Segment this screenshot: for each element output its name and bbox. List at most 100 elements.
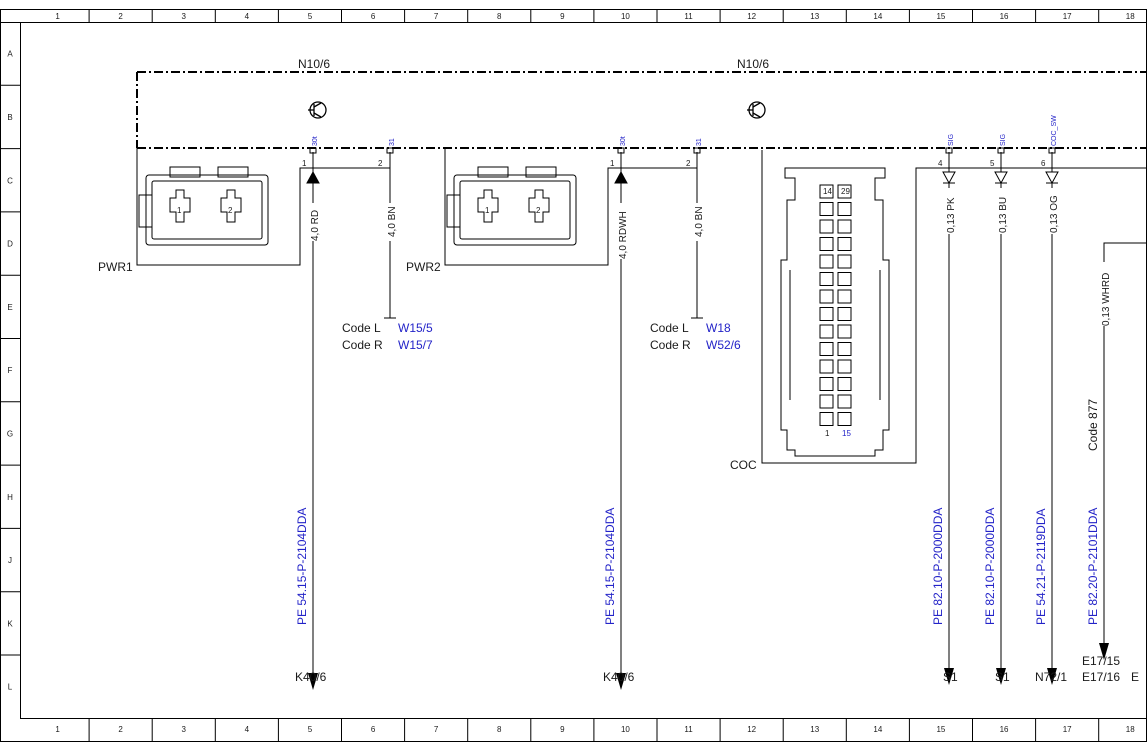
column-number: 8 [497, 12, 502, 21]
column-number: 16 [1000, 12, 1009, 21]
border-frame [0, 9, 1147, 742]
row-ruler [0, 84, 20, 656]
cavity-label: 1 [485, 206, 490, 215]
row-letter: A [7, 50, 13, 59]
wire-label: 4,0 BN [387, 206, 398, 237]
pe-reference-link[interactable]: PE 54.21-P-2119DDA [1034, 508, 1048, 625]
coc-pin-cavity [819, 307, 834, 321]
destination-label: N72/1 [1035, 670, 1067, 684]
arrow-icon [942, 171, 1059, 185]
column-number: 18 [1126, 725, 1135, 734]
column-number: 7 [434, 12, 439, 21]
row-letter: F [8, 366, 13, 375]
transistor-icon [308, 101, 327, 119]
column-ruler [88, 9, 1100, 742]
column-number: 15 [936, 725, 945, 734]
pin-number: 2 [378, 159, 383, 168]
pe-reference-link[interactable]: PE 82.10-P-2000DDA [983, 508, 997, 625]
coc-pin-cavity [837, 184, 852, 199]
column-number: 3 [182, 12, 187, 21]
coc-pin-label: 1 [825, 429, 830, 438]
coc-pin-cavity [819, 184, 834, 199]
column-number: 15 [936, 12, 945, 21]
column-number: 9 [560, 725, 565, 734]
row-letter: L [8, 683, 13, 692]
connector-coc [761, 150, 1147, 464]
coc-pin-cavity [819, 202, 834, 216]
coc-pin-cavity [837, 342, 852, 356]
pe-reference-link[interactable]: PE 54.15-P-2104DDA [603, 508, 617, 625]
pe-reference-link[interactable]: PE 82.20-P-2101DDA [1086, 508, 1100, 625]
wire-label: 4,0 BN [694, 206, 705, 237]
wire-label-bg [308, 188, 1109, 326]
coc-pin-cavity [819, 289, 834, 304]
cavity-label: 1 [177, 206, 182, 215]
code-label: Code R [650, 338, 691, 352]
code-877-label: Code 877 [1086, 399, 1100, 451]
pe-reference-link[interactable]: PE 82.10-P-2000DDA [931, 508, 945, 625]
row-letter: K [7, 619, 13, 628]
coc-pin-cavity [819, 342, 834, 356]
column-number: 10 [621, 725, 630, 734]
coc-pin-cavity [819, 254, 834, 269]
pin-number: 1 [610, 159, 615, 168]
module-label-left: N10/6 [298, 57, 330, 71]
coc-pin-cavity [837, 359, 852, 374]
column-number: 2 [118, 12, 123, 21]
coc-pin-cavity [819, 272, 834, 286]
wire-label: 0,13 OG [1049, 195, 1060, 233]
destination-label: K40/6 [603, 670, 635, 684]
column-number: 7 [434, 725, 439, 734]
coc-pin-label: 14 [823, 187, 832, 196]
connector-pwr1 [136, 148, 391, 266]
coc-pin-cavity [819, 237, 834, 251]
coc-pin-cavity [837, 254, 852, 269]
destination-label: K40/6 [295, 670, 327, 684]
code-ref-link[interactable]: W18 [706, 321, 731, 335]
code-ref-link[interactable]: W15/5 [398, 321, 433, 335]
pin-name: 30t [620, 136, 627, 146]
row-letter: J [8, 556, 12, 565]
destination-label: S1 [995, 670, 1010, 684]
pe-reference-link[interactable]: PE 54.15-P-2104DDA [295, 508, 309, 625]
module-boundary [136, 71, 1147, 149]
column-number: 3 [182, 725, 187, 734]
code-label: Code L [342, 321, 381, 335]
connector-label-coc: COC [730, 458, 757, 472]
column-number: 8 [497, 725, 502, 734]
pin-name: SIG [948, 134, 955, 146]
wire-lines [312, 152, 1147, 675]
coc-pin-cavity [819, 377, 834, 391]
arrowhead-icon [308, 643, 1109, 690]
pin-number: 5 [990, 159, 995, 168]
pin-name: SIG [1000, 134, 1007, 146]
code-ref-link[interactable]: W15/7 [398, 338, 433, 352]
column-number: 14 [873, 12, 882, 21]
destination-label: E17/16 [1082, 670, 1120, 684]
column-number: 6 [371, 725, 376, 734]
column-number: 10 [621, 12, 630, 21]
coc-pin-cavity [837, 394, 852, 409]
column-number: 13 [810, 12, 819, 21]
wire-label: 4,0 RD [310, 210, 321, 241]
coc-pin-cavity [837, 202, 852, 216]
cavity-label: 2 [228, 206, 233, 215]
destination-label: S1 [943, 670, 958, 684]
coc-pin-cavity [819, 359, 834, 374]
column-number: 16 [1000, 725, 1009, 734]
row-letter: G [7, 429, 13, 438]
column-number: 13 [810, 725, 819, 734]
pin-name: 31 [696, 138, 703, 146]
column-number: 14 [873, 725, 882, 734]
coc-pin-cavity [819, 412, 834, 426]
column-number: 5 [308, 725, 313, 734]
row-letter: D [7, 240, 13, 249]
destination-label: E [1131, 670, 1139, 684]
column-number: 11 [684, 725, 693, 734]
coc-pin-cavity [837, 377, 852, 391]
wire-label: 0,13 PK [946, 197, 957, 233]
column-number: 17 [1063, 725, 1072, 734]
code-ref-link[interactable]: W52/6 [706, 338, 741, 352]
coc-pin-cavity [837, 324, 852, 339]
